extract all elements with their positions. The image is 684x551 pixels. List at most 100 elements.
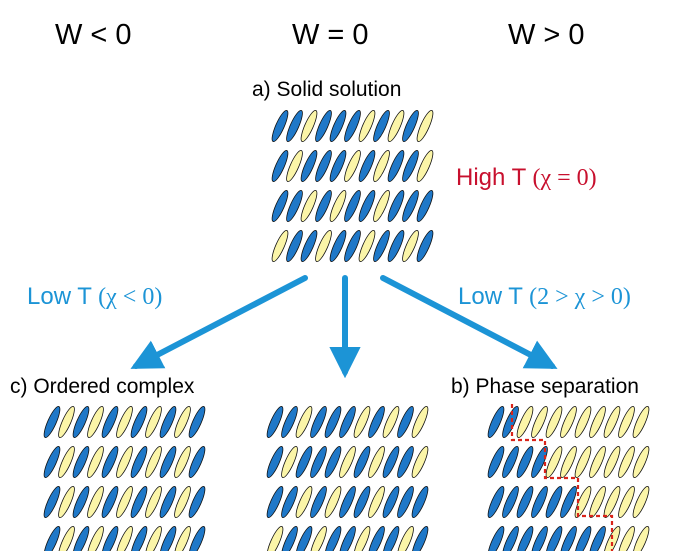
phase-boundary-line: [510, 404, 614, 551]
blue-molecule: [43, 525, 61, 551]
blue-molecule: [382, 485, 400, 519]
high-t-condition: High T (χ = 0): [456, 164, 597, 191]
blue-molecule: [271, 109, 289, 143]
blue-molecule: [300, 229, 318, 263]
yellow-molecule: [416, 149, 434, 183]
solid-solution-panel: [271, 109, 434, 263]
blue-molecule: [339, 405, 356, 439]
blue-molecule: [315, 109, 332, 143]
blue-molecule: [344, 229, 361, 263]
blue-molecule: [159, 485, 177, 519]
yellow-molecule: [618, 445, 635, 479]
arrow-to-phase-separation: [380, 275, 558, 369]
yellow-molecule: [300, 109, 318, 143]
blue-molecule: [416, 229, 434, 263]
yellow-molecule: [300, 189, 318, 223]
svg-text:Low T (2 > χ > 0): Low T (2 > χ > 0): [458, 283, 631, 310]
yellow-molecule: [87, 525, 104, 551]
yellow-molecule: [295, 405, 313, 439]
blue-molecule: [545, 485, 563, 519]
blue-molecule: [101, 445, 119, 479]
yellow-molecule: [315, 229, 332, 263]
yellow-molecule: [618, 485, 635, 519]
blue-molecule: [72, 485, 90, 519]
blue-molecule: [324, 405, 342, 439]
blue-molecule: [101, 405, 119, 439]
yellow-molecule: [116, 485, 133, 519]
blue-molecule: [516, 485, 534, 519]
yellow-molecule: [632, 485, 650, 519]
yellow-molecule: [397, 525, 414, 551]
blue-molecule: [281, 405, 298, 439]
blue-molecule: [387, 189, 405, 223]
yellow-molecule: [87, 445, 104, 479]
blue-molecule: [344, 109, 361, 143]
blue-molecule: [487, 405, 505, 439]
blue-molecule: [339, 485, 356, 519]
yellow-molecule: [411, 405, 429, 439]
blue-molecule: [397, 445, 414, 479]
blue-molecule: [286, 229, 303, 263]
blue-molecule: [382, 525, 400, 551]
blue-molecule: [101, 525, 119, 551]
blue-molecule: [416, 189, 434, 223]
yellow-molecule: [618, 405, 635, 439]
yellow-molecule: [368, 485, 385, 519]
blue-molecule: [387, 149, 405, 183]
yellow-molecule: [87, 485, 104, 519]
yellow-molecule: [145, 525, 162, 551]
yellow-molecule: [324, 485, 342, 519]
yellow-molecule: [281, 445, 298, 479]
blue-molecule: [310, 485, 327, 519]
yellow-molecule: [545, 445, 563, 479]
yellow-molecule: [560, 405, 577, 439]
yellow-molecule: [58, 445, 75, 479]
blue-molecule: [487, 525, 505, 551]
blue-molecule: [266, 405, 284, 439]
blue-molecule: [382, 445, 400, 479]
blue-molecule: [324, 525, 342, 551]
label-phase-separation: b) Phase separation: [451, 375, 639, 398]
blue-molecule: [353, 445, 371, 479]
header-w-negative: W < 0: [55, 19, 132, 51]
yellow-molecule: [271, 229, 289, 263]
blue-molecule: [502, 445, 519, 479]
yellow-molecule: [589, 405, 606, 439]
yellow-molecule: [574, 445, 592, 479]
yellow-molecule: [382, 405, 400, 439]
yellow-molecule: [116, 525, 133, 551]
yellow-molecule: [295, 485, 313, 519]
blue-molecule: [300, 149, 318, 183]
blue-molecule: [368, 525, 385, 551]
blue-molecule: [339, 525, 356, 551]
yellow-molecule: [116, 445, 133, 479]
low-t-left-chi: (χ < 0): [98, 284, 162, 310]
header-w-zero: W = 0: [292, 19, 369, 51]
blue-molecule: [411, 485, 429, 519]
blue-molecule: [516, 445, 534, 479]
yellow-molecule: [116, 405, 133, 439]
blue-molecule: [531, 445, 548, 479]
yellow-molecule: [310, 525, 327, 551]
blue-molecule: [286, 109, 303, 143]
blue-molecule: [402, 189, 419, 223]
low-t-right-label: Low T: [458, 283, 529, 310]
phase-separation-panel: [487, 404, 650, 551]
blue-molecule: [295, 445, 313, 479]
blue-molecule: [72, 445, 90, 479]
yellow-molecule: [266, 525, 284, 551]
yellow-molecule: [329, 189, 347, 223]
yellow-molecule: [353, 525, 371, 551]
low-t-left-label: Low T: [27, 283, 98, 310]
blue-molecule: [387, 229, 405, 263]
blue-molecule: [310, 405, 327, 439]
blue-molecule: [502, 525, 519, 551]
yellow-molecule: [387, 109, 405, 143]
high-t-label: High T: [456, 164, 533, 191]
label-ordered-complex: c) Ordered complex: [10, 375, 195, 398]
blue-molecule: [531, 525, 548, 551]
blue-molecule: [397, 485, 414, 519]
blue-molecule: [411, 525, 429, 551]
yellow-molecule: [174, 485, 191, 519]
blue-molecule: [310, 445, 327, 479]
